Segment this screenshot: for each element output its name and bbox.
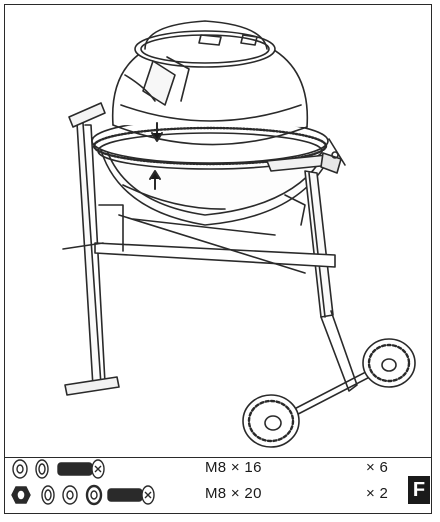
bolt-icon <box>57 459 105 479</box>
tilt-lock <box>266 138 346 174</box>
parts-row-2: M8 × 20 × 2 <box>0 482 440 508</box>
fastener-spec: M8 × 20 <box>205 485 262 502</box>
spring-washer-icon <box>41 485 55 505</box>
washer-icon <box>12 459 28 479</box>
parts-row-1: M8 × 16 × 6 <box>0 456 440 482</box>
cement-mixer-illustration <box>62 20 416 448</box>
fastener-icons-row-1 <box>12 459 105 479</box>
bolt-icon <box>107 485 155 505</box>
assembly-arrows <box>149 122 163 190</box>
spring-washer-icon <box>35 459 49 479</box>
nut-icon <box>11 486 31 504</box>
instruction-frame <box>4 4 432 514</box>
wheel-left <box>242 394 300 448</box>
parts-divider <box>5 457 431 458</box>
fastener-quantity: × 2 <box>366 485 389 502</box>
front-leg <box>304 170 358 392</box>
fastener-quantity: × 6 <box>366 459 389 476</box>
drum-upper <box>111 20 309 146</box>
stand-frame <box>62 194 336 274</box>
step-label-badge: F <box>408 476 430 504</box>
fastener-spec: M8 × 16 <box>205 459 262 476</box>
ring-gear <box>91 118 329 170</box>
wheel-axle <box>242 338 416 448</box>
rear-leg <box>64 102 120 396</box>
fastener-icons-row-2 <box>11 484 155 506</box>
washer-icon <box>85 484 103 506</box>
washer-icon <box>62 485 78 505</box>
wheel-right <box>362 338 416 388</box>
